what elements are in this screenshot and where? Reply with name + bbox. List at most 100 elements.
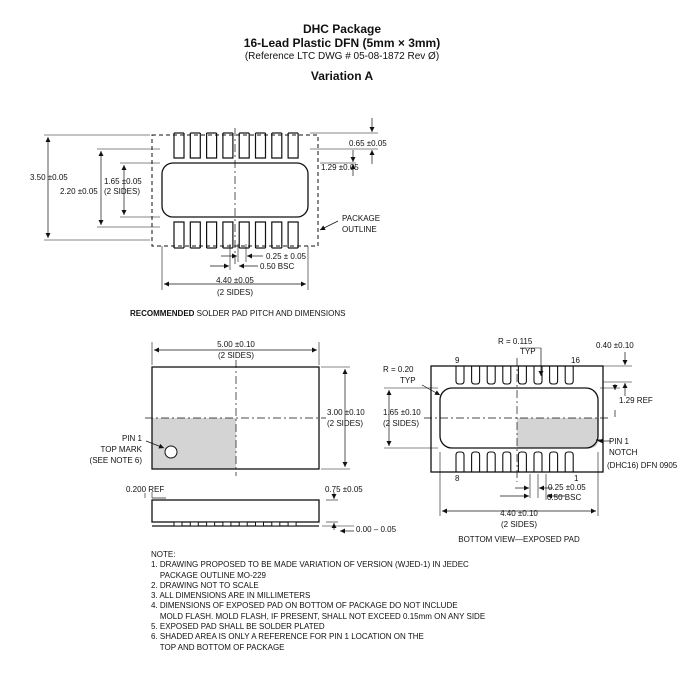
pin1-note-label: (SEE NOTE 6) [90,456,143,465]
side-view [144,492,354,534]
bottom-view-leads-bottom [455,451,574,472]
dim-standoff: 0.00 – 0.05 [356,525,397,534]
solder-pad [173,221,185,248]
pin-number-1: 1 [574,474,579,483]
note-line: MOLD FLASH. MOLD FLASH, IF PRESENT, SHAL… [151,611,486,621]
side-lead [287,521,297,527]
note-line: 2. DRAWING NOT TO SCALE [151,580,259,590]
pin1-top-mark [164,445,178,459]
note-line: 5. EXPOSED PAD SHALL BE SOLDER PLATED [151,622,325,632]
solder-pad [287,221,299,248]
dim-lead-thickness: 0.200 REF [126,485,164,494]
side-lead [206,521,216,527]
solder-pad [254,133,267,159]
bottom-view-leads-top [455,366,574,385]
solder-pad [222,221,234,248]
note-line: 3. ALL DIMENSIONS ARE IN MILLIMETERS [151,591,311,601]
radius-pad-label: R = 0.20 [383,365,414,374]
side-view-labels: 0.200 REF 0.75 ±0.05 0.00 – 0.05 [126,485,397,534]
dim-body-length: 5.00 ±0.10 [217,340,255,349]
exposed-lead [471,451,481,472]
exposed-lead [486,366,496,385]
side-lead [271,521,281,527]
solder-pad [206,221,218,248]
package-variation: Variation A [310,69,374,83]
dim-exposed-pad-width: 4.40 ±0.10 [500,509,538,518]
side-lead [173,521,183,527]
pin-number-16: 16 [571,356,580,365]
side-lead [189,521,199,527]
package-title: DHC Package [302,22,382,36]
top-solder-pads [173,132,299,159]
side-lead [222,521,232,527]
notes-block: NOTE: 1. DRAWING PROPOSED TO BE MADE VAR… [151,550,485,653]
solder-pad [189,133,201,159]
pin1-notch-label: PIN 1 [609,437,630,446]
dim-overall-height: 3.50 ±0.05 [30,173,68,182]
pin-number-8: 8 [455,474,460,483]
solder-pad [238,221,250,248]
dim-exposed-height-sides: (2 SIDES) [104,187,140,196]
package-subtitle: 16-Lead Plastic DFN (5mm × 3mm) [243,36,441,50]
bottom-view [384,347,632,516]
bottom-view-caption: BOTTOM VIEW—EXPOSED PAD [458,535,580,544]
solder-pad [189,221,201,248]
dim-pad-length: 1.29 ±0.05 [321,163,359,172]
exposed-lead [517,366,527,385]
pin-number-9: 9 [455,356,460,365]
solder-pad [271,221,283,248]
dim-pad-width: 0.65 ±0.05 [349,139,387,148]
solder-pad [287,133,299,159]
exposed-lead [533,366,543,385]
dim-body-width-sides: (2 SIDES) [327,419,363,428]
radius-lead-typ: TYP [520,347,536,356]
radius-lead-label: R = 0.115 [498,337,533,346]
pin1-shaded-area-bottom [517,418,598,448]
dim-exposed-width: 4.40 ±0.05 [216,276,254,285]
note-line: 4. DIMENSIONS OF EXPOSED PAD ON BOTTOM O… [151,601,458,611]
top-view-labels: 5.00 ±0.10 (2 SIDES) 3.00 ±0.10 (2 SIDES… [90,340,366,465]
side-lead [255,521,264,527]
dim-exposed-pad-height-sides: (2 SIDES) [383,419,419,428]
notes-heading: NOTE: [151,550,176,559]
solder-pad [238,133,250,159]
side-view-body [151,499,320,523]
note-line: 6. SHADED AREA IS ONLY A REFERENCE FOR P… [151,632,424,642]
pin1-top-mark-label: TOP MARK [101,445,143,454]
recommended-pad-layout [44,118,378,290]
pin1-notch-label-2: NOTCH [609,448,638,457]
recommended-labels: 0.65 ±0.05 1.29 ±0.05 3.50 ±0.05 2.20 ±0… [30,139,387,318]
exposed-lead [533,451,543,472]
exposed-lead [517,451,527,472]
exposed-lead [455,366,465,385]
side-lead [238,521,248,527]
dim-package-height: 0.75 ±0.05 [325,485,363,494]
dim-lead-pitch: 0.50 BSC [260,262,294,271]
exposed-lead [502,451,512,472]
exposed-lead [471,366,481,385]
exposed-lead [455,451,465,472]
exposed-lead [564,451,574,472]
exposed-lead [549,451,559,472]
package-outline-label-2: OUTLINE [342,225,377,234]
bottom-solder-pads [173,221,299,249]
dim-exposed-pad-height: 1.65 ±0.10 [383,408,421,417]
dim-exposed-width-sides: (2 SIDES) [217,288,253,297]
pin1-label: PIN 1 [122,434,143,443]
exposed-lead [549,366,559,385]
note-line: TOP AND BOTTOM OF PACKAGE [151,642,285,652]
solder-pad [173,133,185,159]
solder-pad [222,133,234,159]
note-line: 1. DRAWING PROPOSED TO BE MADE VARIATION… [151,560,469,570]
dim-lead-pitch-bottom: 0.50 BSC [547,493,581,502]
dim-pad-span: 2.20 ±0.05 [60,187,98,196]
exposed-lead [564,366,574,385]
bottom-view-labels: R = 0.115 TYP 0.40 ±0.10 R = 0.20 TYP 9 … [383,337,678,544]
exposed-lead [486,451,496,472]
dim-lead-width: 0.25 ± 0.05 [266,252,307,261]
dim-exposed-height: 1.65 ±0.05 [104,177,142,186]
dim-body-length-sides: (2 SIDES) [218,351,254,360]
solder-pad [206,133,218,159]
dim-body-width: 3.00 ±0.10 [327,408,365,417]
